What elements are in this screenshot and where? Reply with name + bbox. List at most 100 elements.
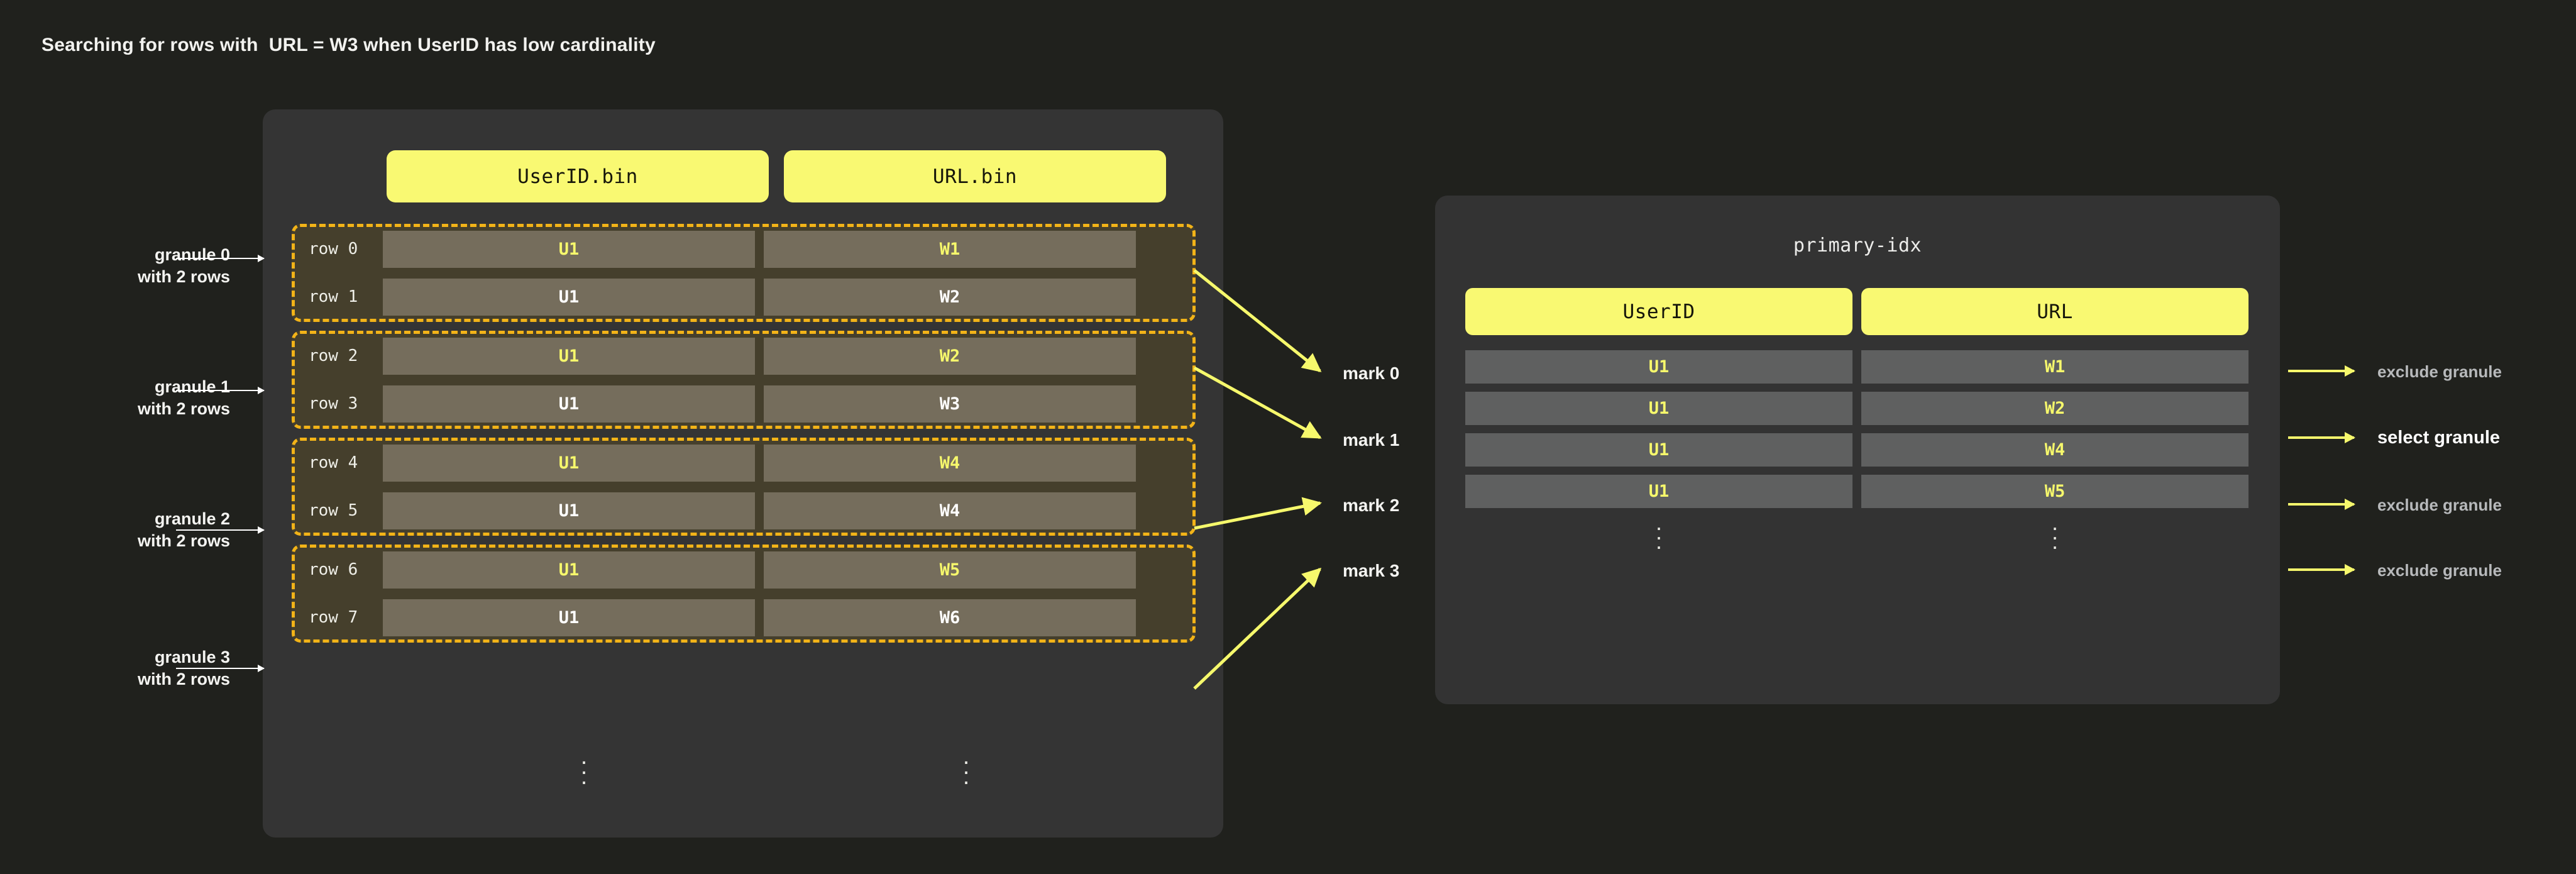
cell-userid: U1 <box>383 385 755 423</box>
index-header-url: URL <box>1861 288 2248 335</box>
cell-url: W5 <box>764 551 1136 589</box>
ellipsis-dot: . <box>2051 528 2058 555</box>
ellipsis-dot: . <box>962 763 970 790</box>
granule-note-3: granule 3 with 2 rows <box>41 646 230 690</box>
cell-userid: U1 <box>383 551 755 589</box>
granule-note-0: granule 0 with 2 rows <box>41 244 230 287</box>
verdict-arrow-1 <box>2288 432 2355 443</box>
cell-userid: U1 <box>383 337 755 375</box>
granule-pointer-1 <box>176 387 265 394</box>
granule-box-0: row 0 U1 W1 row 1 U1 W2 <box>292 224 1196 322</box>
row-label: row 0 <box>309 240 358 258</box>
row-label: row 7 <box>309 608 358 627</box>
index-header-userid: UserID <box>1465 288 1852 335</box>
column-header-url-bin: URL.bin <box>784 150 1166 202</box>
index-cell-userid: U1 <box>1465 350 1852 384</box>
table-row: row 4 U1 W4 <box>295 441 1192 485</box>
verdict-arrow-0 <box>2288 365 2355 377</box>
cell-userid: U1 <box>383 278 755 316</box>
ellipsis-userid-column: . . . <box>571 743 597 790</box>
granule-note-line2: with 2 rows <box>137 531 230 550</box>
granule-pointer-0 <box>176 255 265 262</box>
index-cell-url: W4 <box>1861 433 2248 467</box>
index-cell-url: W1 <box>1861 350 2248 384</box>
table-row: row 3 U1 W3 <box>295 382 1192 426</box>
granule-note-line2: with 2 rows <box>137 399 230 418</box>
primary-index-headers: UserID URL <box>1465 288 2248 335</box>
ellipsis-dot: . <box>580 763 588 790</box>
granule-note-line2: with 2 rows <box>137 267 230 286</box>
table-row: U1 W4 <box>1465 433 2248 467</box>
primary-index-title: primary-idx <box>1793 235 1922 257</box>
index-cell-url: W5 <box>1861 475 2248 508</box>
cell-url: W6 <box>764 599 1136 636</box>
cell-url: W4 <box>764 492 1136 529</box>
verdict-arrow-3 <box>2288 564 2355 575</box>
granule-note-line1: granule 0 <box>154 245 230 264</box>
granule-box-3: row 6 U1 W5 row 7 U1 W6 <box>292 545 1196 643</box>
granule-box-1: row 2 U1 W2 row 3 U1 W3 <box>292 331 1196 429</box>
verdict-label-2: exclude granule <box>2377 495 2502 514</box>
table-row: row 7 U1 W6 <box>295 595 1192 639</box>
ellipsis-index-userid: . . . <box>1646 509 1671 555</box>
granule-note-line1: granule 1 <box>154 377 230 396</box>
primary-index-rows: U1 W1 U1 W2 U1 W4 U1 W5 <box>1465 350 2248 516</box>
ellipsis-dot: . <box>1655 528 1662 555</box>
cell-userid: U1 <box>383 444 755 482</box>
ellipsis-dot: . <box>962 753 970 780</box>
granule-box-2: row 4 U1 W4 row 5 U1 W4 <box>292 438 1196 536</box>
ellipsis-dot: . <box>2051 509 2058 535</box>
index-cell-url: W2 <box>1861 392 2248 425</box>
table-row: row 5 U1 W4 <box>295 489 1192 533</box>
verdict-label-3: exclude granule <box>2377 561 2502 580</box>
index-cell-userid: U1 <box>1465 392 1852 425</box>
cell-userid: U1 <box>383 599 755 636</box>
granule-pointer-3 <box>176 665 265 672</box>
verdict-arrow-2 <box>2288 499 2355 510</box>
data-part-panel: UserID.bin URL.bin row 0 U1 W1 row 1 U1 … <box>263 109 1223 838</box>
cell-userid: U1 <box>383 492 755 529</box>
row-label: row 1 <box>309 287 358 306</box>
ellipsis-dot: . <box>580 753 588 780</box>
row-label: row 3 <box>309 394 358 413</box>
cell-url: W3 <box>764 385 1136 423</box>
ellipsis-url-column: . . . <box>954 744 979 790</box>
primary-index-panel: primary-idx UserID URL U1 W1 U1 W2 U1 W4… <box>1435 196 2280 704</box>
ellipsis-dot: . <box>580 743 588 770</box>
table-row: U1 W2 <box>1465 392 2248 425</box>
granule-pointer-2 <box>176 526 265 534</box>
cell-url: W2 <box>764 278 1136 316</box>
mark-label-3: mark 3 <box>1343 561 1400 580</box>
verdict-label-1: select granule <box>2377 428 2501 448</box>
mark-label-1: mark 1 <box>1343 430 1400 450</box>
bin-column-headers: UserID.bin URL.bin <box>387 150 1166 202</box>
table-row: row 2 U1 W2 <box>295 334 1192 378</box>
index-cell-userid: U1 <box>1465 475 1852 508</box>
mark-label-2: mark 2 <box>1343 495 1400 515</box>
table-row: U1 W1 <box>1465 350 2248 384</box>
cell-url: W1 <box>764 230 1136 268</box>
cell-url: W4 <box>764 444 1136 482</box>
row-label: row 6 <box>309 560 358 579</box>
table-row: U1 W5 <box>1465 475 2248 508</box>
table-row: row 6 U1 W5 <box>295 548 1192 592</box>
granule-note-1: granule 1 with 2 rows <box>41 376 230 419</box>
ellipsis-dot: . <box>1655 519 1662 545</box>
mark-label-0: mark 0 <box>1343 363 1400 383</box>
cell-userid: U1 <box>383 230 755 268</box>
granule-note-line1: granule 2 <box>154 509 230 528</box>
granule-note-2: granule 2 with 2 rows <box>41 508 230 551</box>
verdict-label-0: exclude granule <box>2377 362 2502 381</box>
row-label: row 4 <box>309 453 358 472</box>
granule-note-line1: granule 3 <box>154 648 230 667</box>
column-header-userid-bin: UserID.bin <box>387 150 769 202</box>
index-cell-userid: U1 <box>1465 433 1852 467</box>
page-title: Searching for rows with URL = W3 when Us… <box>41 35 656 55</box>
table-row: row 0 U1 W1 <box>295 227 1192 271</box>
cell-url: W2 <box>764 337 1136 375</box>
row-label: row 5 <box>309 501 358 520</box>
ellipsis-dot: . <box>1655 509 1662 535</box>
row-label: row 2 <box>309 346 358 365</box>
ellipsis-index-url: . . . <box>2042 509 2067 555</box>
